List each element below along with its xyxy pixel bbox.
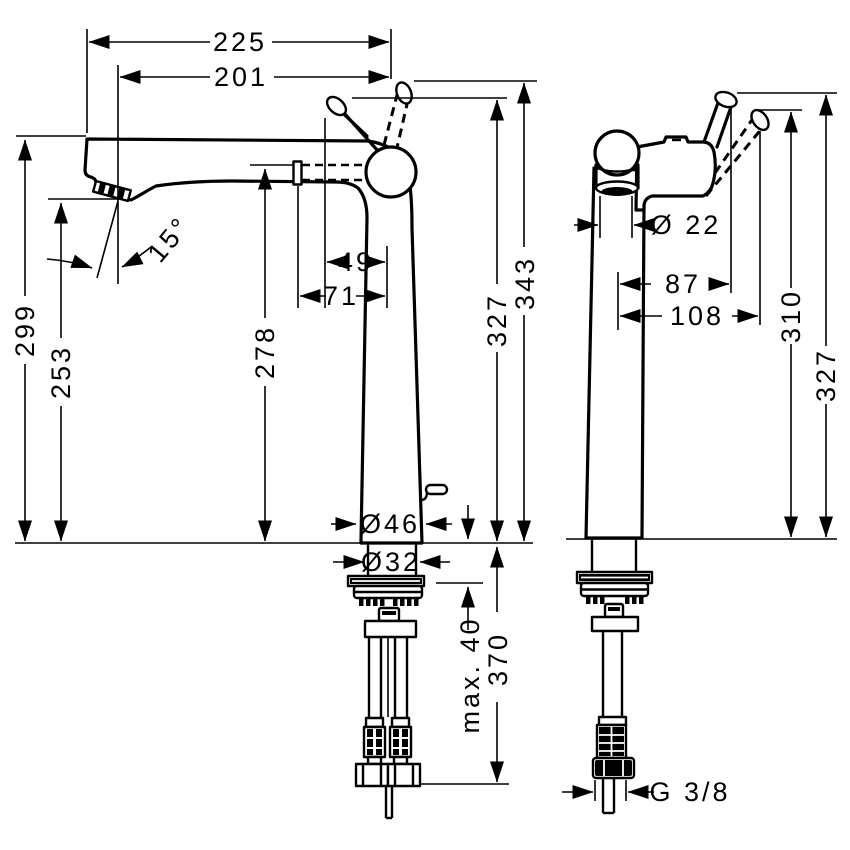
aerator bbox=[91, 179, 132, 203]
dim-height-lever-open-side: 343 bbox=[414, 80, 540, 542]
dim-height-aerator: 253 bbox=[46, 198, 118, 542]
mounting-hardware-side bbox=[346, 543, 426, 820]
crimp-beads bbox=[367, 729, 408, 755]
dim-dia-spout: Ø 22 bbox=[574, 196, 722, 240]
supply-hoses-side bbox=[354, 637, 422, 788]
dim-label-71: 71 bbox=[323, 281, 359, 311]
dim-label-max40: max. 40 bbox=[455, 616, 485, 733]
dim-label-278: 278 bbox=[250, 325, 280, 379]
supply-hose-front bbox=[591, 631, 636, 780]
dim-label-49: 49 bbox=[338, 247, 374, 277]
dim-spout-angle: 15° bbox=[46, 200, 197, 279]
dim-label-g38: G 3/8 bbox=[649, 777, 730, 807]
dim-offset-pipe: 71 bbox=[297, 186, 386, 311]
dim-offset-lever: 49 bbox=[324, 118, 388, 308]
mounting-hardware-front bbox=[575, 539, 654, 815]
dim-height-spout-top: 299 bbox=[10, 135, 86, 542]
dim-dia-base: Ø46 bbox=[331, 509, 452, 539]
dim-height-lever-open-front: 310 bbox=[755, 109, 806, 538]
dim-label-dia32: Ø32 bbox=[361, 547, 421, 577]
dim-label-343: 343 bbox=[510, 256, 540, 310]
aerator-opening bbox=[601, 187, 633, 196]
thread-teeth bbox=[359, 599, 419, 606]
dim-height-lever-side: 327 bbox=[352, 97, 512, 542]
thread-teeth-front bbox=[586, 597, 644, 604]
dim-label-327-front: 327 bbox=[811, 348, 841, 402]
pull-rod-side bbox=[384, 786, 394, 820]
dim-label-299: 299 bbox=[10, 303, 40, 357]
dim-width-lever: 87 bbox=[617, 109, 732, 330]
side-view bbox=[83, 81, 449, 820]
dim-label-dia46: Ø46 bbox=[360, 509, 420, 539]
dim-label-dia22: Ø 22 bbox=[651, 210, 722, 240]
dim-hose-length: 370 bbox=[421, 546, 513, 785]
pull-rod-knob bbox=[420, 483, 449, 502]
lever-handle-front bbox=[702, 90, 738, 149]
joint-ball bbox=[364, 145, 418, 199]
pull-rod-front bbox=[601, 778, 616, 815]
dim-label-87: 87 bbox=[665, 269, 701, 299]
dim-label-15deg: 15° bbox=[142, 211, 197, 268]
dim-label-201: 201 bbox=[214, 62, 268, 92]
dim-reach-spout: 201 bbox=[117, 62, 390, 284]
spout-head-front bbox=[593, 129, 641, 196]
dim-label-225: 225 bbox=[213, 27, 267, 57]
lever-handle-open-position bbox=[382, 81, 413, 153]
dim-thread: G 3/8 bbox=[562, 777, 730, 807]
dim-max-deck-thickness: max. 40 bbox=[436, 505, 485, 734]
pillar-outline-front bbox=[584, 166, 646, 540]
dim-height-pipe-center: 278 bbox=[250, 164, 294, 542]
dim-height-lever-front: 327 bbox=[737, 92, 841, 538]
dim-dia-shaft: Ø32 bbox=[333, 547, 450, 577]
dimensions-front-view: Ø 22 87 108 310 327 bbox=[562, 92, 841, 807]
dim-label-370: 370 bbox=[483, 632, 513, 686]
dim-label-327-side: 327 bbox=[482, 293, 512, 347]
lever-handle bbox=[325, 95, 380, 153]
dim-width-lever-open: 108 bbox=[619, 131, 761, 331]
valve-body-front bbox=[634, 135, 717, 212]
lever-handle-open-front bbox=[704, 108, 770, 197]
dim-reach-total: 225 bbox=[86, 27, 392, 133]
front-view bbox=[575, 90, 770, 815]
dim-label-310: 310 bbox=[776, 289, 806, 343]
waterway-hidden-lines bbox=[292, 160, 368, 186]
dim-label-253: 253 bbox=[46, 345, 76, 399]
dim-label-108: 108 bbox=[670, 301, 724, 331]
